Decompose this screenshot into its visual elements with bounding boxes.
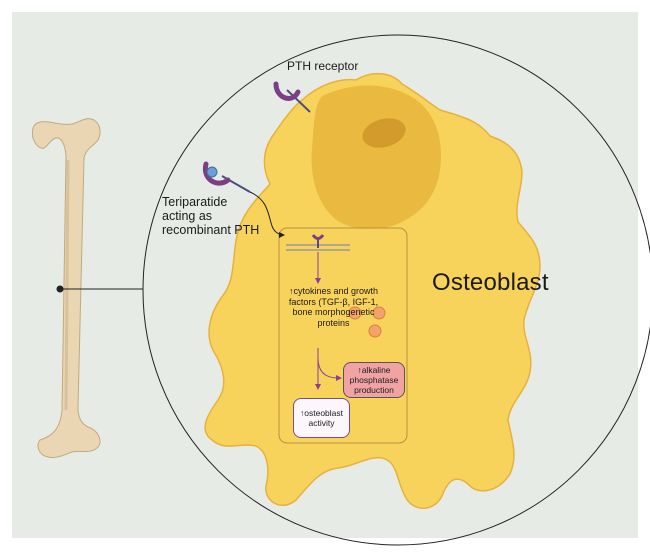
growth-factor-icon — [372, 306, 386, 320]
arrow-to-alkaline — [317, 357, 339, 379]
arrow-head-cytokines — [315, 278, 321, 284]
cytokines-label: ↑cytokines and growth factors (TGF-β, IG… — [288, 286, 379, 328]
arrow-head-signaling — [279, 232, 285, 238]
alkaline-phosphatase-box: ↑alkaline phosphatase production — [343, 362, 405, 398]
osteoblast-activity-box: ↑osteoblast activity — [293, 398, 350, 438]
osteoblast-label: Osteoblast — [432, 269, 549, 296]
long-bone — [31, 118, 101, 458]
teriparatide-receptor-icon — [202, 161, 251, 193]
drug-molecule-icon — [206, 166, 218, 178]
bone-connector-dot — [56, 285, 64, 293]
membrane-receptor-icon — [311, 234, 325, 248]
arrow-head-activity — [315, 384, 321, 390]
nucleus — [311, 85, 441, 230]
alkaline-phosphatase-label: ↑alkaline phosphatase production — [349, 365, 399, 395]
arrow-to-signaling — [249, 191, 283, 236]
growth-factor-icon — [368, 324, 382, 338]
pth-receptor-icon — [273, 81, 311, 113]
magnification-circle — [142, 34, 650, 546]
growth-factor-icon — [348, 306, 362, 320]
nucleolus — [362, 118, 406, 148]
pth-receptor-label: PTH receptor — [287, 59, 359, 73]
osteoblast-activity-label: ↑osteoblast activity — [300, 408, 343, 428]
arrow-head-alkaline — [336, 375, 342, 381]
teriparatide-label: Teriparatide acting as recombinant PTH — [162, 195, 260, 237]
